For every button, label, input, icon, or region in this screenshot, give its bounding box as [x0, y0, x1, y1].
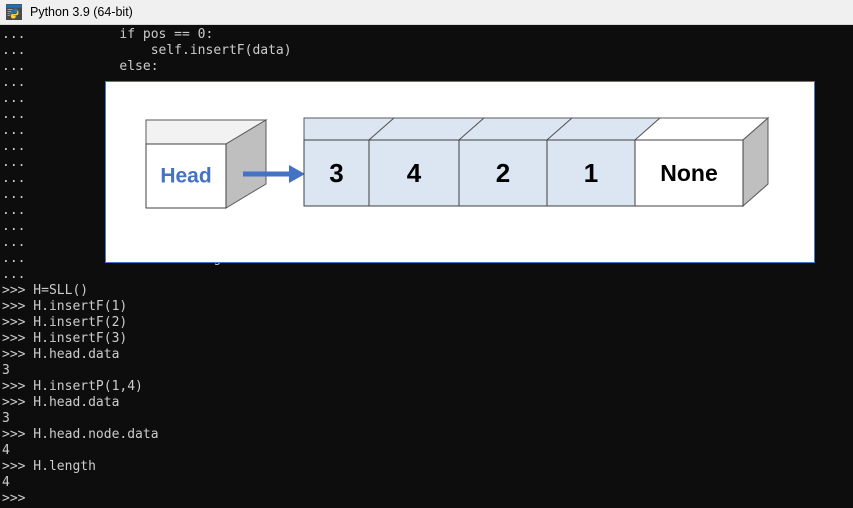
list-node-value-0: 3 [329, 158, 343, 188]
console-line: ... else: [2, 59, 159, 74]
console-line: ... [2, 187, 26, 202]
list-node-value-1: 4 [407, 158, 422, 188]
console-line: ... [2, 139, 26, 154]
console-line: >>> H.head.data [2, 347, 120, 362]
console-line: >>> H.insertP(1,4) [2, 379, 143, 394]
head-box-label: Head [160, 165, 211, 188]
head-box: Head [145, 119, 268, 209]
head-box-front-face [145, 143, 227, 209]
node-front-faces: 3 4 2 1 None [303, 139, 744, 207]
console-line: >>> H.head.node.data [2, 427, 159, 442]
list-node-face-3 [546, 139, 636, 207]
console-line: >>> H.insertF(1) [2, 299, 128, 314]
console-line: 4 [2, 443, 10, 458]
list-node-2: 2 [458, 139, 548, 207]
console-line: 3 [2, 411, 10, 426]
list-node-3: 1 [546, 139, 636, 207]
list-node-4: None [634, 139, 744, 207]
console-line: ... [2, 171, 26, 186]
console-line: >>> H.head.data [2, 395, 120, 410]
console-line: 3 [2, 363, 10, 378]
console-line: >>> H.insertF(2) [2, 315, 128, 330]
console-line: ... [2, 91, 26, 106]
list-node-value-2: 2 [496, 158, 510, 188]
python-logo-icon [6, 4, 22, 20]
console-line: ... [2, 267, 26, 282]
console-line: ... [2, 75, 26, 90]
singly-linked-list-diagram: Head 3 [105, 81, 815, 263]
list-node-face-4 [634, 139, 744, 207]
console-line: ... if pos == 0: [2, 27, 214, 42]
console-line: ... [2, 203, 26, 218]
console-line: >>> H.length [2, 459, 96, 474]
console-line: ... [2, 155, 26, 170]
list-node-value-4: None [660, 160, 718, 186]
head-pointer-arrow [243, 165, 305, 183]
arrow-head [289, 165, 305, 183]
console-line: 4 [2, 475, 10, 490]
console-line: ... [2, 123, 26, 138]
console-line: ... self.insertF(data) [2, 43, 292, 58]
console-line: >>> H.insertF(3) [2, 331, 128, 346]
list-node-1: 4 [368, 139, 460, 207]
console-line: ... [2, 235, 26, 250]
list-node-0: 3 [303, 139, 370, 207]
list-node-face-1 [368, 139, 460, 207]
list-node-face-2 [458, 139, 548, 207]
window-title-text: Python 3.9 (64-bit) [30, 4, 133, 19]
diagram-canvas: Head 3 [145, 116, 770, 209]
window-titlebar: Python 3.9 (64-bit) [0, 0, 853, 25]
list-node-face-0 [303, 139, 370, 207]
console-line: ... [2, 107, 26, 122]
list-node-value-3: 1 [584, 158, 598, 188]
node-top-faces [303, 117, 770, 141]
console-line: ... [2, 219, 26, 234]
console-line: >>> [2, 491, 26, 506]
console-line: >>> H=SLL() [2, 283, 89, 298]
